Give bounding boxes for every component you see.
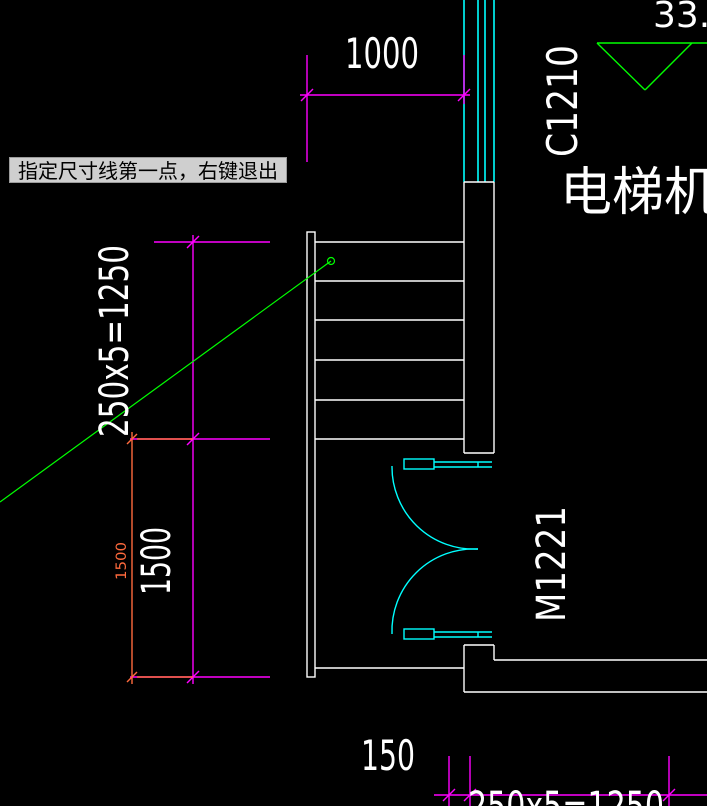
door-code-text: M1221 [529,506,575,622]
dimension-top-text: 1000 [345,29,419,78]
dimension-bottom-partial-text: 250x5=1250 [468,784,664,806]
stair-outline [306,231,464,678]
double-door [391,458,492,640]
dimension-top [300,55,471,162]
dimension-temp [126,432,193,684]
dimension-temp-text: 1500 [114,542,130,580]
room-name-text: 电梯机 [560,163,707,223]
cursor-rubber-band [0,256,336,503]
command-prompt-tooltip: 指定尺寸线第一点，右键退出 [9,157,287,183]
level-symbol [596,42,707,91]
dimension-landing-text: 1500 [134,527,180,595]
dimension-bottom [434,756,707,806]
dimension-left [130,235,270,684]
dimension-bottom-text: 150 [361,731,415,780]
level-text: 33. [653,0,707,36]
wall-outline [463,182,707,693]
dimension-stairs-text: 250x5=1250 [92,245,138,437]
window-code-text: C1210 [538,45,587,157]
